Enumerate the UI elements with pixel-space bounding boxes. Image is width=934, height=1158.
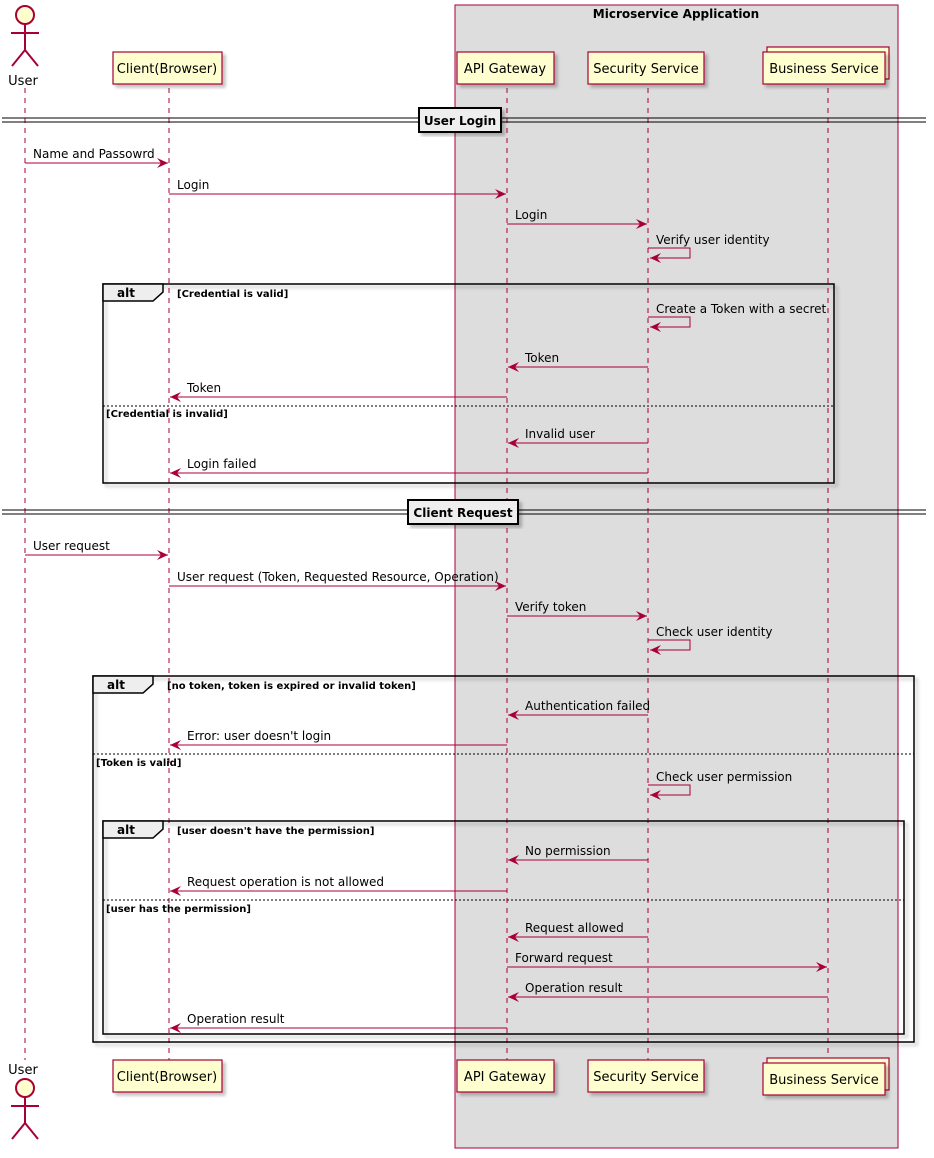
alt-fragment-token: alt [no token, token is expired or inval… (92, 675, 915, 1043)
participant-client-bottom[interactable]: Client(Browser) (112, 1059, 223, 1093)
alt-guard-token-valid: [Token is valid] (96, 758, 181, 769)
alt-guard-invalid: [Credential is invalid] (106, 409, 228, 420)
divider-request-label: Client Request (413, 506, 512, 520)
message-arrow: Name and Passowrd (25, 147, 168, 168)
participant-gateway-label: API Gateway (464, 1070, 546, 1085)
message-arrow: Token (170, 381, 507, 402)
alt-guard-token-invalid: [no token, token is expired or invalid t… (167, 681, 416, 692)
participant-security-label: Security Service (593, 1070, 699, 1085)
message-label: Verify token (515, 600, 586, 614)
message-arrow: Login failed (170, 457, 648, 478)
message-label: Operation result (525, 981, 623, 995)
message-arrow: Token (508, 351, 648, 372)
actor-user-bottom[interactable] (11, 1078, 39, 1140)
alt-guard-has-permission: [user has the permission] (106, 904, 251, 915)
message-arrow: Request allowed (508, 921, 648, 942)
self-message-line (648, 247, 691, 263)
message-label: Error: user doesn't login (187, 729, 331, 743)
participant-gateway-label: API Gateway (464, 62, 546, 77)
message-arrow: Create a Token with a secret (648, 302, 827, 332)
message-arrow: Verify user identity (648, 233, 770, 263)
message-label: Request operation is not allowed (187, 875, 384, 889)
actor-head-icon (15, 1078, 35, 1098)
message-label: Operation result (187, 1012, 285, 1026)
message-label: Name and Passowrd (33, 147, 155, 161)
message-arrow: Verify token (507, 600, 647, 621)
divider-login-label: User Login (424, 114, 496, 128)
participant-security-top[interactable]: Security Service (587, 51, 705, 85)
alt-fragment-permission: alt [user doesn't have the permission] [… (102, 820, 905, 1035)
message-arrow: Check user identity (648, 625, 773, 655)
message-label: Check user permission (656, 770, 792, 784)
message-arrow: Operation result (170, 1012, 507, 1033)
message-label: Login (177, 178, 209, 192)
participant-security-bottom[interactable]: Security Service (587, 1059, 705, 1093)
message-arrow: Invalid user (508, 427, 648, 448)
message-arrow: User request (25, 539, 168, 560)
message-label: Login failed (187, 457, 256, 471)
message-label: Login (515, 208, 547, 222)
alt-keyword: alt (117, 286, 135, 300)
actor-user-top[interactable] (11, 5, 39, 67)
alt-keyword: alt (117, 823, 135, 837)
message-label: Token (524, 351, 559, 365)
self-message-line (648, 639, 691, 655)
message-label: Invalid user (525, 427, 595, 441)
message-label: Check user identity (656, 625, 773, 639)
message-label: No permission (525, 844, 611, 858)
participant-business-label: Business Service (769, 62, 879, 77)
message-label: User request (Token, Requested Resource,… (177, 570, 499, 584)
lifelines (24, 88, 829, 1060)
message-label: Request allowed (525, 921, 624, 935)
actor-user-label-bottom: User (8, 1063, 38, 1078)
actor-head-icon (15, 5, 35, 25)
message-label: Create a Token with a secret (656, 302, 827, 316)
message-arrow: Authentication failed (508, 699, 650, 720)
message-arrow: Check user permission (648, 770, 792, 800)
message-label: Token (186, 381, 221, 395)
message-arrow: Login (507, 208, 647, 229)
participant-client-label: Client(Browser) (117, 1070, 217, 1085)
participant-gateway-top[interactable]: API Gateway (456, 51, 555, 85)
message-arrow: Login (169, 178, 506, 199)
alt-guard-valid: [Credential is valid] (177, 289, 288, 300)
self-message-line (648, 784, 691, 800)
participant-business-label: Business Service (769, 1073, 879, 1088)
participant-gateway-bottom[interactable]: API Gateway (456, 1059, 555, 1093)
actor-user-label-top: User (8, 74, 38, 89)
message-label: Verify user identity (656, 233, 770, 247)
message-arrow: Error: user doesn't login (170, 729, 507, 750)
participant-security-label: Security Service (593, 62, 699, 77)
alt-guard-no-permission: [user doesn't have the permission] (177, 826, 374, 837)
participant-business-bottom[interactable]: Business Service (762, 1057, 890, 1096)
participant-client-top[interactable]: Client(Browser) (112, 51, 223, 85)
message-label: Forward request (515, 951, 613, 965)
divider-client-request: Client Request (2, 499, 926, 525)
group-title: Microservice Application (593, 7, 759, 21)
participant-business-top[interactable]: Business Service (762, 46, 890, 85)
alt-fragment-credential: alt [Credential is valid] [Credential is… (102, 283, 835, 484)
divider-user-login: User Login (2, 107, 926, 133)
group-microservice-application: Microservice Application (454, 4, 899, 1149)
self-message-line (648, 316, 691, 332)
participant-client-label: Client(Browser) (117, 62, 217, 77)
alt-keyword: alt (107, 678, 125, 692)
message-label: User request (33, 539, 110, 553)
message-arrow: Operation result (508, 981, 828, 1002)
message-label: Authentication failed (525, 699, 650, 713)
message-arrow: User request (Token, Requested Resource,… (169, 570, 506, 591)
message-arrow: No permission (508, 844, 648, 865)
message-arrow: Request operation is not allowed (170, 875, 507, 896)
message-arrow: Forward request (507, 951, 827, 972)
